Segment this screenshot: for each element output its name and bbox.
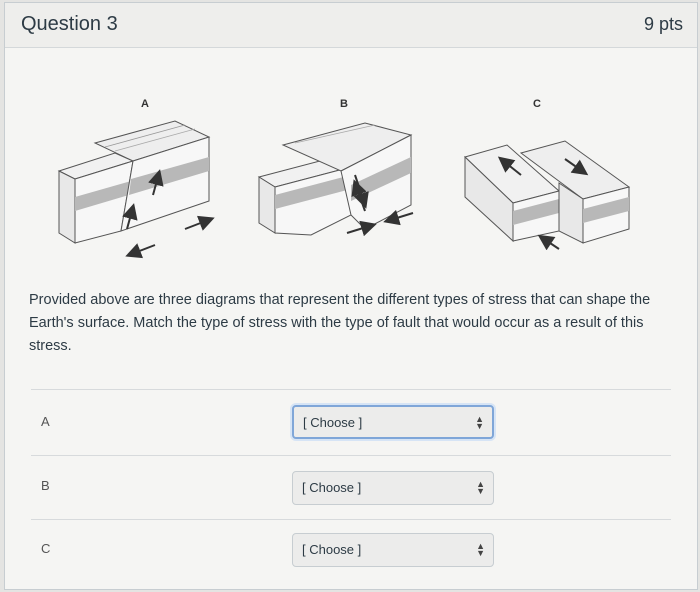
diagram-label-a: A (141, 98, 149, 110)
answer-select-a-value: [ Choose ] (303, 415, 363, 430)
divider (31, 519, 671, 520)
answer-select-c[interactable]: [ Choose ] ▲▼ (292, 533, 494, 567)
answer-label-c: C (41, 541, 51, 556)
select-arrows-icon: ▲▼ (475, 414, 484, 431)
diagram-c: C (464, 98, 631, 251)
answer-select-c-value: [ Choose ] (302, 542, 362, 557)
divider (31, 455, 671, 456)
select-arrows-icon: ▲▼ (476, 541, 485, 558)
question-card: Question 3 9 pts A (4, 2, 698, 590)
select-arrows-icon: ▲▼ (476, 479, 485, 496)
diagram-label-b: B (340, 98, 348, 110)
question-points: 9 pts (643, 14, 683, 34)
answer-select-b-value: [ Choose ] (302, 480, 362, 495)
answer-label-a: A (41, 414, 50, 429)
divider (31, 389, 671, 390)
fault-diagrams: A B (57, 98, 631, 259)
answer-select-a[interactable]: [ Choose ] ▲▼ (292, 405, 494, 439)
diagram-a: A (57, 98, 215, 259)
question-header: Question 3 9 pts (5, 3, 697, 48)
question-title: Question 3 (21, 13, 118, 35)
answer-select-b[interactable]: [ Choose ] ▲▼ (292, 471, 494, 505)
question-prompt: Provided above are three diagrams that r… (29, 292, 651, 354)
diagram-label-c: C (533, 98, 541, 110)
answer-label-b: B (41, 478, 50, 493)
diagram-b: B (257, 98, 414, 237)
